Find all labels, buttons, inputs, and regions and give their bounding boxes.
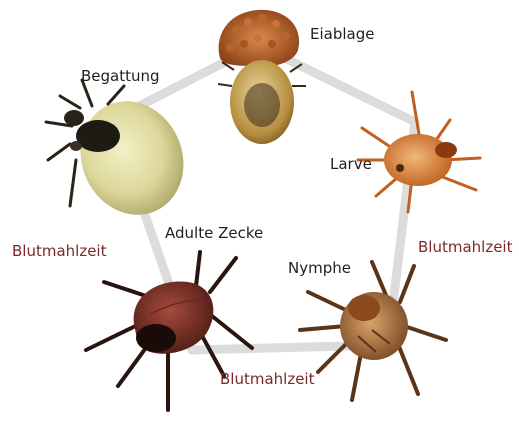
egg-laying-female-icon bbox=[218, 60, 306, 144]
label-blutmahlzeit-bottom: Blutmahlzeit bbox=[220, 370, 314, 388]
mating-ticks-icon bbox=[46, 80, 201, 231]
label-blutmahlzeit-left: Blutmahlzeit bbox=[12, 242, 106, 260]
label-adulte-zecke: Adulte Zecke bbox=[165, 224, 263, 242]
label-nymphe: Nymphe bbox=[288, 259, 351, 277]
larva-tick-icon bbox=[358, 92, 480, 212]
egg-mass-icon bbox=[219, 10, 299, 67]
label-begattung: Begattung bbox=[81, 67, 160, 85]
label-blutmahlzeit-right: Blutmahlzeit bbox=[418, 238, 512, 256]
label-larve: Larve bbox=[330, 155, 372, 173]
label-eiablage: Eiablage bbox=[310, 25, 374, 43]
nymph-tick-icon bbox=[300, 262, 446, 400]
